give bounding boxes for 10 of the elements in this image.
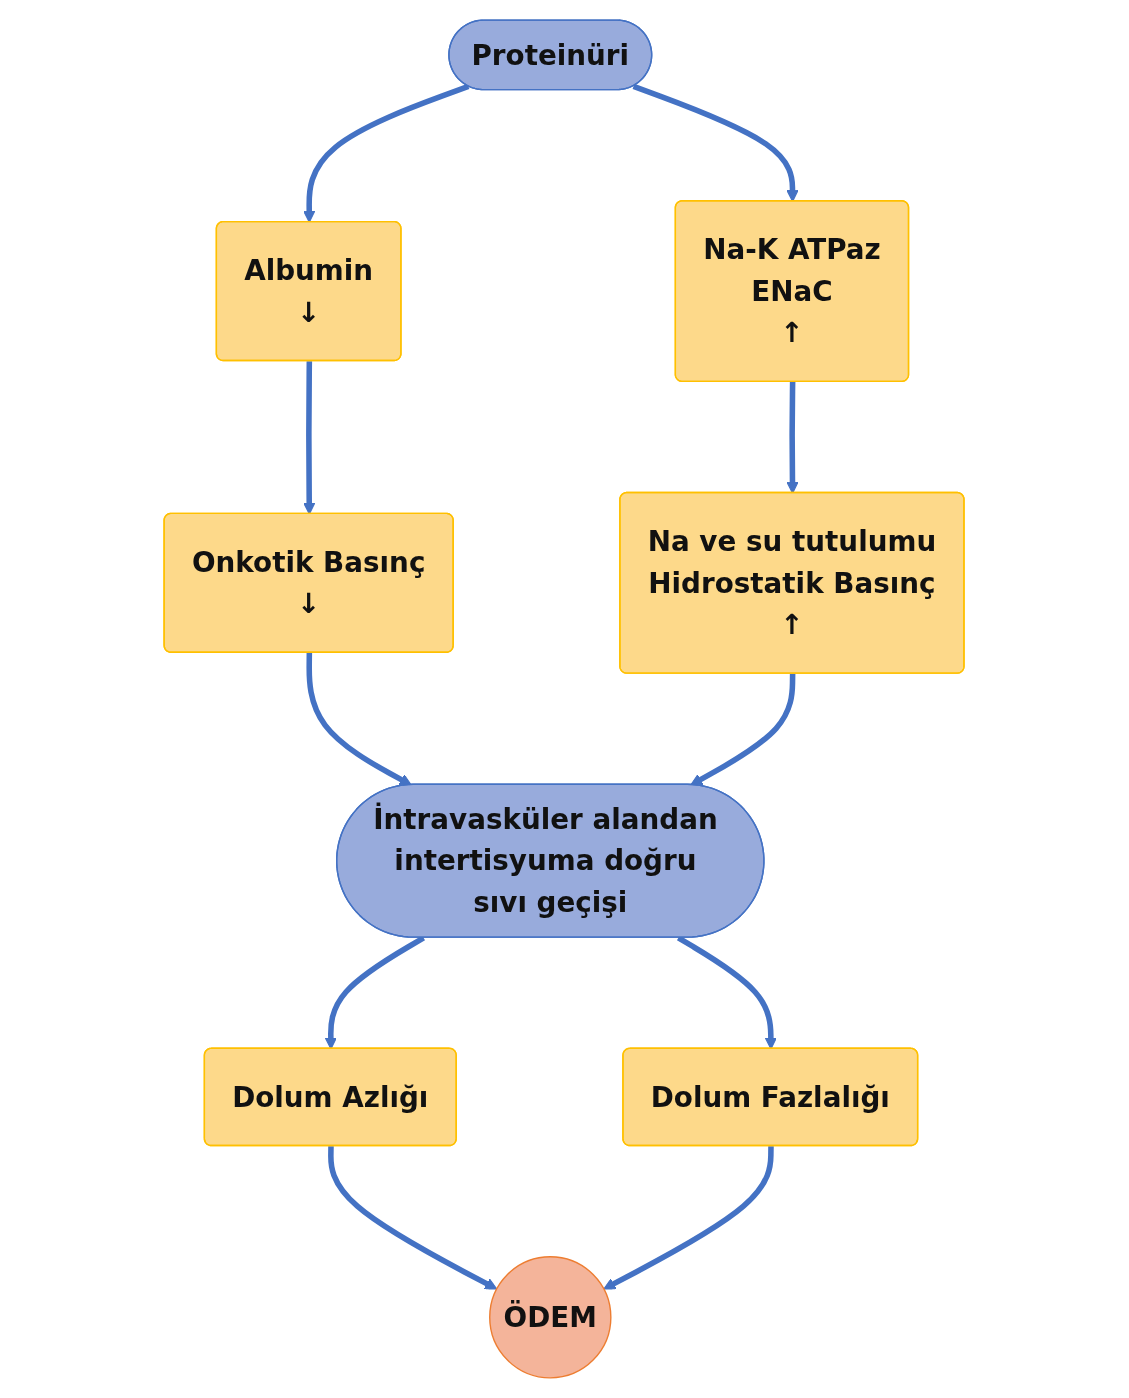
node-circle: ÖDEM [489,1256,612,1379]
arrow [603,1146,775,1290]
arrow [303,361,316,515]
arrow [677,935,778,1050]
arrow [690,673,796,786]
arrow [633,83,800,202]
arrow [306,653,413,786]
arrow [328,1146,498,1290]
arrow [303,83,470,223]
arrow [786,382,800,494]
